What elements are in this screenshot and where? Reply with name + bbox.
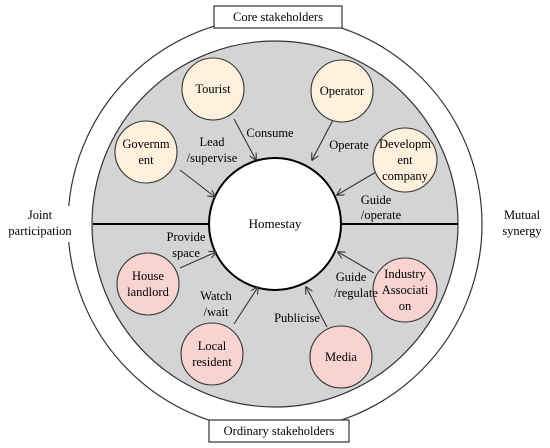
node-media: Media [309,325,373,389]
arrow-operator [312,119,334,160]
node-industry-association: Industry Associati on [372,257,438,323]
rel-guide-operate-line1: Guide [361,193,392,207]
rel-lead-line1: Lead [200,135,226,149]
homestay-circle [208,157,342,291]
rel-lead-line2: /supervise [187,151,238,165]
arrow-tourist [233,118,256,160]
ordinary-stakeholders-label: Ordinary stakeholders [224,424,335,438]
node-media-label: Media [325,350,357,364]
arrow-government [179,169,215,197]
node-development-line2: ent [397,153,413,167]
rel-watch-line1: Watch [200,289,232,303]
node-tourist: Tourist [181,57,245,121]
node-operator-label: Operator [320,84,365,98]
node-government-line1: Governm [122,137,169,151]
arrow-development [337,171,377,195]
node-industry-line3: on [399,299,412,313]
node-house-landlord-line2: landlord [127,285,169,299]
node-industry-line1: Industry [384,267,426,281]
node-development-line1: Developm [379,137,431,151]
node-government: Governm ent [114,120,178,184]
arrow-house-landlord [179,252,216,269]
node-operator: Operator [310,59,374,123]
rel-provide-line1: Provide [167,230,206,244]
joint-label-line1: Joint [28,208,53,222]
node-house-landlord-line1: House [132,269,164,283]
node-local-resident: Local resident [180,322,244,386]
node-development-company: Developm ent company [372,127,438,193]
joint-label-line2: participation [8,224,72,238]
mutual-label-line2: synergy [502,224,542,238]
node-local-resident-line1: Local [198,339,227,353]
rel-guide-regulate-line1: Guide [336,270,367,284]
node-development-line3: company [382,169,429,183]
rel-guide-operate-line2: /operate [361,208,402,222]
rel-guide-regulate-line2: /regulate [334,286,378,300]
core-stakeholders-box [213,5,343,29]
arrow-media [306,287,328,328]
core-stakeholders-label: Core stakeholders [233,10,323,24]
mutual-label-line1: Mutual [504,208,541,222]
ordinary-stakeholders-box [208,419,350,443]
node-industry-line2: Associati [382,283,429,297]
homestay-label: Homestay [249,216,302,231]
node-government-line2: ent [138,153,154,167]
arrow-industry [338,252,375,274]
arrow-local-resident [233,287,258,325]
node-tourist-label: Tourist [195,82,231,96]
rel-consume: Consume [246,126,294,140]
node-house-landlord: House landlord [116,252,180,316]
rel-provide-line2: space [172,246,200,260]
node-local-resident-line2: resident [192,355,232,369]
rel-operate: Operate [329,138,369,152]
rel-publicise: Publicise [274,311,320,325]
rel-watch-line2: /wait [204,305,230,319]
